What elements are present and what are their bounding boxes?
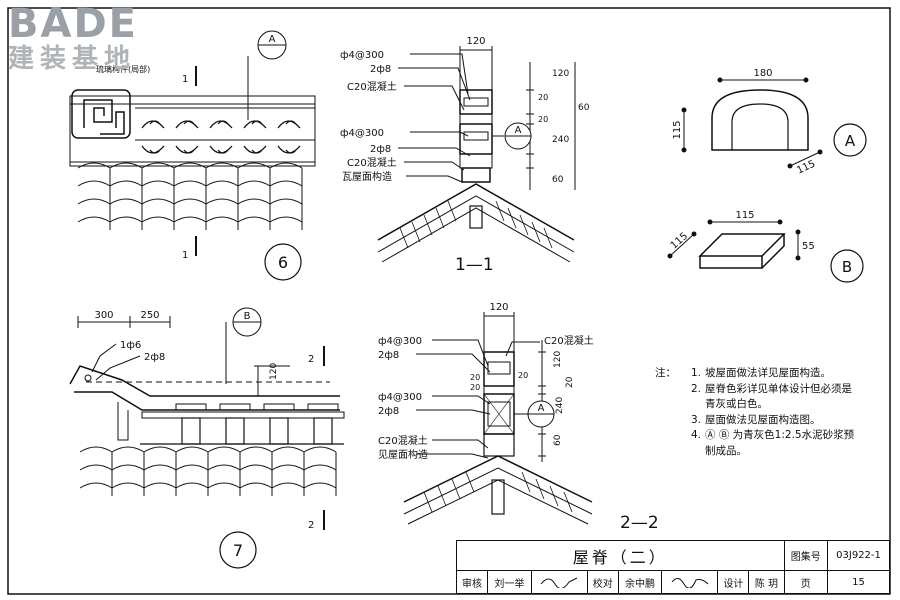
- note-3-text: 屋面做法见屋面构造图。: [705, 413, 821, 426]
- atlas-number: 03J922-1: [827, 540, 890, 571]
- section-1-1-label-5: 2ф8: [370, 144, 391, 155]
- detail-7-dim-side: 120: [269, 363, 279, 380]
- note-3-number: 3.: [691, 413, 702, 426]
- detail-7-cut-mark-top: 2: [308, 354, 314, 365]
- section-2-2-dim-r3: 20: [565, 376, 575, 388]
- check-label: 校对: [586, 570, 619, 594]
- section-2-2-dim-r1: 20: [518, 371, 528, 380]
- note-1-text: 坡屋面做法详见屋面构造。: [705, 367, 831, 379]
- atlas-label: 图集号: [783, 540, 829, 571]
- section-1-1-dim-r6: 60: [552, 175, 564, 185]
- section-2-2-label-5: C20混凝土: [378, 434, 428, 447]
- detail-b-dim-left: 115: [669, 231, 691, 252]
- detail-7-label: 7: [233, 541, 243, 560]
- section-2-2-drawing: [403, 312, 593, 525]
- note-2-text: 屋脊色彩详见单体设计但必须是青灰或白色。: [705, 382, 852, 411]
- reviewer-name: 刘一举: [487, 570, 532, 594]
- page-label: 页: [783, 570, 829, 594]
- section-1-1-dim-r5: 240: [552, 135, 569, 145]
- note-4-number: 4.: [691, 429, 702, 441]
- section-1-1-dim-r2: 20: [538, 93, 548, 102]
- detail-b-label: B: [842, 258, 852, 276]
- detail-a-dim-left: 115: [672, 120, 683, 139]
- detail-b-ridge-block: [667, 219, 864, 283]
- drawing-title: 屋脊（二）: [456, 540, 785, 571]
- section-2-2-label-1: ф4@300: [378, 336, 422, 347]
- note-4-text: Ⓐ Ⓑ 为青灰色1:2.5水泥砂浆预制成品。: [705, 429, 855, 457]
- section-2-2-dim-r2: 120: [553, 351, 563, 368]
- section-1-1-dim-r3: 60: [578, 103, 590, 113]
- detail-a-dim-diag: 115: [795, 159, 817, 177]
- section-2-2-label-right: C20混凝土: [544, 334, 594, 347]
- detail-6-small-note: 琉璃构件(局部): [96, 64, 150, 74]
- section-1-1-dim-top: 120: [466, 36, 485, 47]
- brand-logo-subtitle: 建装基地: [8, 44, 137, 74]
- section-2-2-dim-r4: 240: [555, 397, 565, 414]
- section-1-1-label-1: ф4@300: [340, 50, 384, 61]
- detail-7-dim-top-2: 250: [140, 310, 159, 321]
- section-1-1-label-3: C20混凝土: [347, 80, 397, 93]
- detail-7-dim-top-1: 300: [94, 310, 113, 321]
- sheet-border: [7, 7, 891, 595]
- section-1-1-label-7: 瓦屋面构造: [342, 170, 392, 183]
- detail-7-label-2: 2ф8: [144, 352, 165, 363]
- page-number: 15: [827, 570, 890, 594]
- detail-6-callout-a-letter: A: [269, 34, 276, 45]
- detail-a-label: A: [845, 132, 856, 150]
- detail-7-callout-b-letter: B: [244, 311, 251, 322]
- section-2-2-title: 2—2: [620, 513, 659, 533]
- checker-signature: [661, 570, 719, 594]
- section-2-2-label-6: 见屋面构造: [378, 448, 428, 461]
- brand-logo: BADE 建装基地: [8, 4, 168, 84]
- section-2-2-label-4: 2ф8: [378, 406, 399, 417]
- section-1-1-drawing: [377, 46, 576, 263]
- detail-6-cut-mark-bottom: 1: [182, 250, 188, 261]
- section-2-2-dim-l1: 20: [470, 373, 480, 382]
- designer-name: 陈 玥: [748, 570, 785, 594]
- section-2-2-label-2: 2ф8: [378, 350, 399, 361]
- detail-b-dim-top: 115: [735, 210, 754, 221]
- detail-6-label: 6: [278, 253, 288, 272]
- checker-name: 余中鹏: [617, 570, 663, 594]
- section-2-2-dim-l2: 20: [470, 383, 480, 392]
- detail-7-label-1: 1ф6: [120, 340, 141, 351]
- section-2-2-callout-a-letter: A: [538, 403, 545, 414]
- reviewer-signature: [530, 570, 588, 594]
- section-1-1-label-6: C20混凝土: [347, 156, 397, 169]
- brand-logo-text: BADE: [8, 1, 138, 47]
- detail-7-ridge-elevation: [69, 307, 345, 569]
- section-1-1-callout-a-letter: A: [515, 125, 522, 136]
- section-1-1-label-4: ф4@300: [340, 128, 384, 139]
- detail-a-ridge-cap: [681, 77, 867, 169]
- note-1-number: 1.: [691, 367, 702, 379]
- notes-heading: 注：: [655, 367, 676, 379]
- section-2-2-dim-r5: 60: [553, 434, 563, 446]
- section-1-1-dim-r1: 120: [552, 69, 569, 79]
- section-2-2-dim-top: 120: [489, 302, 508, 313]
- section-1-1-label-2: 2ф8: [370, 64, 391, 75]
- detail-6-cut-mark-top: 1: [182, 74, 188, 85]
- title-block: 屋脊（二） 图集号 03J922-1 审核 刘一举 校对 余中鹏 设计 陈 玥 …: [455, 540, 890, 594]
- section-1-1-title: 1—1: [455, 255, 494, 275]
- section-1-1-dim-r4: 20: [538, 115, 548, 124]
- detail-7-cut-mark-bottom: 2: [308, 520, 314, 531]
- detail-a-dim-top: 180: [753, 68, 772, 79]
- detail-6-ridge-elevation: [69, 30, 316, 281]
- note-2-number: 2.: [691, 382, 702, 395]
- detail-b-dim-right: 55: [802, 241, 815, 252]
- notes-block: 注： 1. 坡屋面做法详见屋面构造。 2. 屋脊色彩详见单体设计但必须是青灰或白…: [655, 366, 855, 459]
- section-2-2-label-3: ф4@300: [378, 392, 422, 403]
- review-label: 审核: [455, 570, 489, 594]
- design-label: 设计: [717, 570, 750, 594]
